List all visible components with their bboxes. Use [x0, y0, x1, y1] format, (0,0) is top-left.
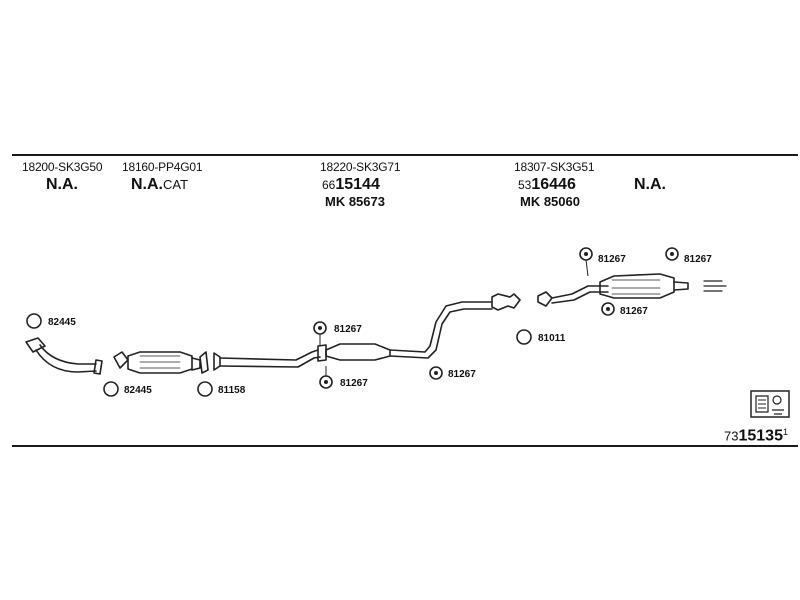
- availability-2: N.A.CAT: [131, 176, 188, 194]
- ref-number-4-prefix: 53: [518, 178, 532, 192]
- callout-label-3: 81158: [218, 385, 246, 396]
- availability-1: N.A.: [46, 176, 78, 193]
- drawing-reference-prefix: 73: [724, 428, 739, 444]
- callout-circle: [103, 381, 119, 397]
- mk-number-4: MK 85060: [520, 194, 580, 209]
- ref-number-3-main: 15144: [335, 176, 380, 193]
- drawing-reference-main: 15135: [738, 427, 783, 445]
- callout-circle: [601, 302, 615, 316]
- callout-label-8: 81267: [598, 254, 626, 265]
- availability-2-main: N.A.: [131, 176, 163, 193]
- callout-circle: [516, 329, 532, 345]
- callout-label-1: 82445: [48, 317, 76, 328]
- callout-circle: [429, 366, 443, 380]
- callout-label-4: 81267: [334, 324, 362, 335]
- bottom-rule: [12, 445, 798, 447]
- front-pipe: [25, 337, 103, 375]
- part-number-4: 18307-SK3G51: [514, 160, 595, 174]
- availability-5: N.A.: [634, 176, 666, 193]
- callout-label-9: 81267: [684, 254, 712, 265]
- availability-2-cat: CAT: [163, 177, 189, 192]
- part-number-1: 18200-SK3G50: [22, 160, 103, 174]
- ref-number-4-main: 16446: [531, 176, 576, 193]
- callout-circle: [26, 313, 42, 329]
- callout-label-5: 81267: [340, 378, 368, 389]
- callout-circle: [665, 247, 679, 261]
- callout-label-2: 82445: [124, 385, 152, 396]
- drawing-reference: 73151351: [724, 427, 788, 445]
- ref-number-3: 6615144: [322, 176, 380, 194]
- mid-pipe: [213, 293, 521, 371]
- mk-number-3: MK 85673: [325, 194, 385, 209]
- catalytic-converter: [113, 351, 209, 374]
- book-icon: [750, 390, 790, 418]
- callout-label-10: 81267: [620, 306, 648, 317]
- callout-circle: [197, 381, 213, 397]
- drawing-reference-suffix: 1: [782, 427, 788, 437]
- ref-number-4: 5316446: [518, 176, 576, 194]
- part-number-3: 18220-SK3G71: [320, 160, 401, 174]
- callout-label-6: 81267: [448, 369, 476, 380]
- rear-section: [537, 273, 727, 307]
- part-number-2: 18160-PP4G01: [122, 160, 203, 174]
- ref-number-3-prefix: 66: [322, 178, 336, 192]
- callout-label-7: 81011: [538, 333, 566, 344]
- top-rule: [12, 154, 798, 156]
